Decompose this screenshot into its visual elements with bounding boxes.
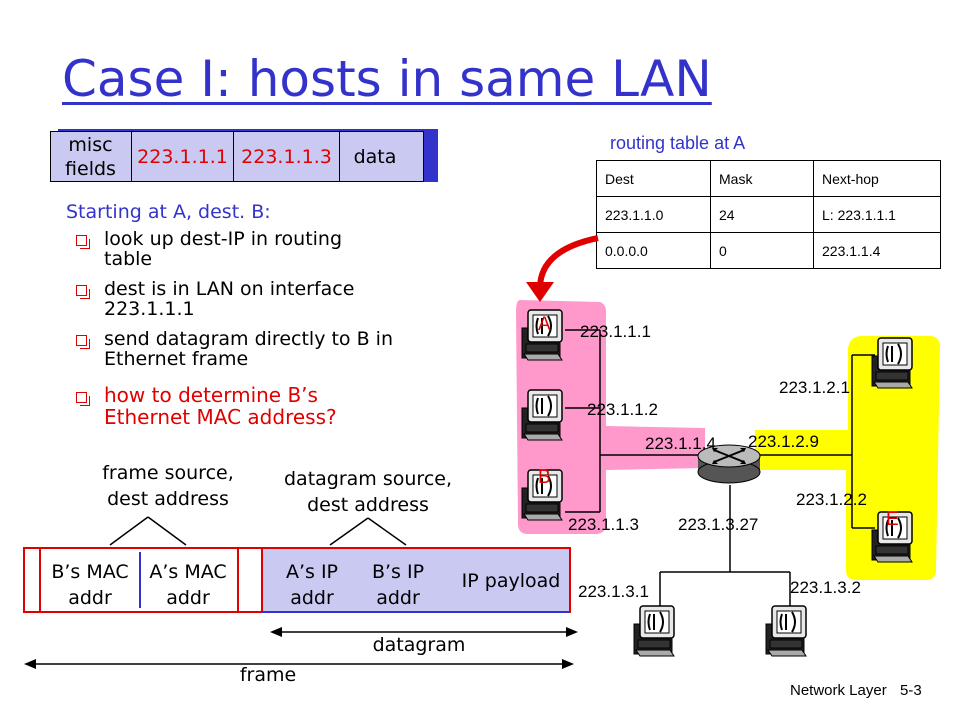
pointer-arrow	[537, 235, 599, 289]
addr-label: 223.1.3.27	[678, 515, 759, 534]
rt-cell: 223.1.1.4	[813, 232, 941, 269]
rt-cell: 24	[710, 196, 814, 233]
host-a2-computer-icon	[521, 389, 563, 441]
host-c2-computer-icon	[765, 605, 807, 657]
data-cell: data	[353, 145, 397, 168]
host-a-label: A	[538, 314, 551, 335]
lan-2-region	[755, 336, 940, 580]
bullet-icon	[76, 235, 90, 249]
rt-header: Mask	[710, 160, 814, 197]
bullet-icon	[76, 392, 90, 406]
footer-section: Network Layer	[790, 682, 887, 699]
dst-ip-cell: 223.1.1.3	[234, 131, 340, 182]
datagram-header-box	[50, 131, 424, 182]
addr-label: 223.1.2.9	[748, 432, 819, 451]
addr-label: 223.1.1.2	[587, 400, 658, 419]
datagram-address-label: datagram source,dest address	[284, 468, 452, 516]
steps-heading: Starting at A, dest. B:	[66, 201, 271, 223]
host-c1-computer-icon	[633, 605, 675, 657]
host-b-label: B	[538, 467, 551, 488]
arrow-head-icon	[526, 282, 554, 302]
routing-table: Dest Mask Next-hop 223.1.1.0 24 L: 223.1…	[596, 160, 941, 269]
datagram-span-label: datagram	[372, 634, 466, 656]
routing-table-caption: routing table at A	[610, 133, 746, 153]
router-icon	[697, 444, 761, 484]
bullet-icon	[76, 285, 90, 299]
rt-cell: 0	[710, 232, 814, 269]
frame-span-label: frame	[239, 664, 297, 686]
addr-label: 223.1.2.2	[796, 490, 867, 509]
bullet-icon	[76, 335, 90, 349]
addr-label: 223.1.1.4	[645, 434, 716, 453]
addr-label: 223.1.3.2	[790, 578, 861, 597]
frame-address-label: frame source,dest address	[102, 462, 234, 510]
footer-page: 5-3	[900, 682, 922, 699]
rt-cell: L: 223.1.1.1	[813, 196, 941, 233]
rt-header: Next-hop	[813, 160, 941, 197]
ip-payload-field: IP payload	[461, 570, 561, 592]
addr-label: 223.1.2.1	[779, 378, 850, 397]
rt-cell: 223.1.1.0	[596, 196, 711, 233]
src-ip-cell: 223.1.1.1	[132, 131, 234, 182]
host-e1-computer-icon	[871, 337, 913, 389]
rt-cell: 0.0.0.0	[596, 232, 711, 269]
page-title: Case I: hosts in same LAN	[62, 50, 712, 108]
lan-1-region	[516, 300, 705, 534]
host-e-label: E	[886, 509, 899, 530]
addr-label: 223.1.3.1	[578, 582, 649, 601]
addr-label: 223.1.1.3	[568, 515, 639, 534]
addr-label: 223.1.1.1	[580, 322, 651, 341]
